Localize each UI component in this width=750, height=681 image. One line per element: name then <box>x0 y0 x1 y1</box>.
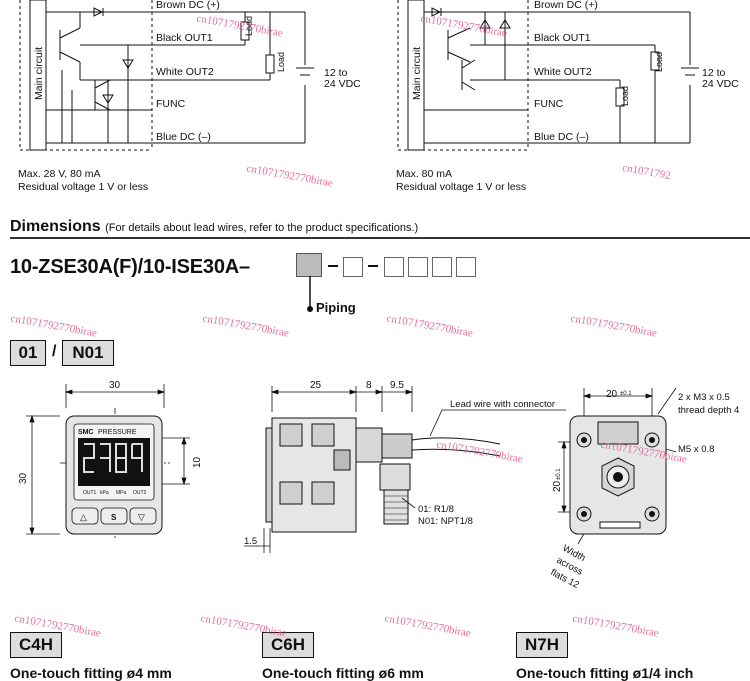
dimensions-title: Dimensions <box>10 218 101 235</box>
model-number: 10-ZSE30A(F)/10-ISE30A– <box>10 256 250 278</box>
code-slash: / <box>52 343 57 360</box>
side-dim-mid: 8 <box>366 380 372 391</box>
code-box-3 <box>384 257 404 277</box>
unit-out1: OUT1 <box>83 490 97 496</box>
right-func-label: FUNC <box>534 98 564 110</box>
left-load1-label: Load <box>244 16 254 36</box>
code-01-box: 01 <box>10 340 46 366</box>
watermark: cn1071792770birae <box>383 612 472 640</box>
watermark: cn1071792770birae <box>571 612 660 640</box>
left-main-circuit-label: Main circuit <box>33 47 45 100</box>
thread-depth-label: thread depth 4 <box>678 405 739 416</box>
piping-leader <box>307 276 313 312</box>
rear-dim-width: 20 <box>606 389 618 400</box>
right-supply1: 12 to <box>702 67 726 79</box>
fitting-c4h-code: C4H <box>10 632 62 658</box>
smc-brand: SMC <box>78 429 94 436</box>
right-supply2: 24 VDC <box>702 78 739 90</box>
watermark: cn1071792770birae <box>201 312 290 340</box>
piping-label: Piping <box>316 300 356 315</box>
fitting-c4h-title: One-touch fitting ø4 mm <box>10 665 172 681</box>
right-brown-label: Brown DC (+) <box>534 0 598 11</box>
rear-dim-height: 20 <box>552 480 563 492</box>
heading-rule <box>10 237 750 239</box>
fitting-n7h-title: One-touch fitting ø1/4 inch <box>516 665 694 681</box>
left-supply1: 12 to <box>324 67 348 79</box>
code-box-5 <box>432 257 452 277</box>
left-note2: Residual voltage 1 V or less <box>18 181 148 193</box>
front-set-button <box>100 507 128 525</box>
front-up-button <box>71 507 99 525</box>
left-func-label: FUNC <box>156 98 186 110</box>
right-black-label: Black OUT1 <box>534 32 591 44</box>
rear-dim-height-tol: ±0.1 <box>556 468 562 480</box>
side-dim-body: 25 <box>310 380 322 391</box>
right-white-label: White OUT2 <box>534 66 592 78</box>
front-dim-width: 30 <box>109 380 121 391</box>
piping-code-box <box>296 253 322 277</box>
front-down-button <box>129 507 157 525</box>
side-dim-port: 9.5 <box>390 380 404 391</box>
watermark: cn1071792770birae <box>199 612 288 640</box>
thread-n01-label: N01: NPT1/8 <box>418 516 473 527</box>
screws-label: 2 x M3 x 0.5 <box>678 392 730 403</box>
side-dim-bottom: 1.5 <box>244 536 257 547</box>
code-box-6 <box>456 257 476 277</box>
side-view-drawing: 25 8 9.5 1.5 Lead wire with connector 01… <box>244 380 566 553</box>
left-supply2: 24 VDC <box>324 78 361 90</box>
left-load2-label: Load <box>276 52 286 72</box>
thread-01-label: 01: R1/8 <box>418 504 454 515</box>
front-view-drawing: SMC PRESSURE OUT1 kPa MPa OUT2 △ S ▽ 30 … <box>18 380 203 538</box>
left-black-label: Black OUT1 <box>156 32 213 44</box>
down-arrow-icon: ▽ <box>138 512 145 522</box>
unit-mpa: MPa <box>116 490 127 496</box>
code-dash-2 <box>368 265 378 267</box>
unit-kpa: kPa <box>100 490 109 496</box>
unit-out2: OUT2 <box>133 490 147 496</box>
dimensions-heading: Dimensions (For details about lead wires… <box>10 218 418 236</box>
right-main-circuit-label: Main circuit <box>411 47 423 100</box>
front-dim-height: 30 <box>18 472 29 484</box>
right-load2-label: Load <box>620 86 630 106</box>
right-note2: Residual voltage 1 V or less <box>396 181 526 193</box>
right-note1: Max. 80 mA <box>396 168 452 180</box>
left-brown-label: Brown DC (+) <box>156 0 220 11</box>
code-box-4 <box>408 257 428 277</box>
m5-label: M5 x 0.8 <box>678 444 714 455</box>
watermark: cn1071792770birae <box>569 312 658 340</box>
fitting-c6h-title: One-touch fitting ø6 mm <box>262 665 424 681</box>
wiring-diagrams: Main circuit Brown DC (+) Black OUT1 Whi… <box>18 0 739 193</box>
watermark: cn1071792770birae <box>385 312 474 340</box>
left-note1: Max. 28 V, 80 mA <box>18 168 101 180</box>
right-blue-label: Blue DC (–) <box>534 131 589 143</box>
front-dim-display: 10 <box>192 456 203 468</box>
watermark: cn1071792770birae <box>9 312 98 340</box>
dimensions-note: (For details about lead wires, refer to … <box>105 222 419 234</box>
lead-wire-label: Lead wire with connector <box>450 399 555 410</box>
rear-dim-width-tol: ±0.1 <box>620 391 632 397</box>
pressure-label: PRESSURE <box>98 429 137 436</box>
code-box-2 <box>343 257 363 277</box>
fitting-c6h-code: C6H <box>262 632 314 658</box>
code-dash-1 <box>328 265 338 267</box>
fitting-n7h-code: N7H <box>516 632 568 658</box>
set-icon: S <box>111 513 117 522</box>
right-load1-label: Load <box>654 52 664 72</box>
left-blue-label: Blue DC (–) <box>156 131 211 143</box>
left-white-label: White OUT2 <box>156 66 214 78</box>
rear-view-drawing: 20 ±0.1 20 ±0.1 2 x M3 x 0.5 thread dept… <box>549 387 739 588</box>
code-n01-box: N01 <box>62 340 114 366</box>
up-arrow-icon: △ <box>80 512 87 522</box>
